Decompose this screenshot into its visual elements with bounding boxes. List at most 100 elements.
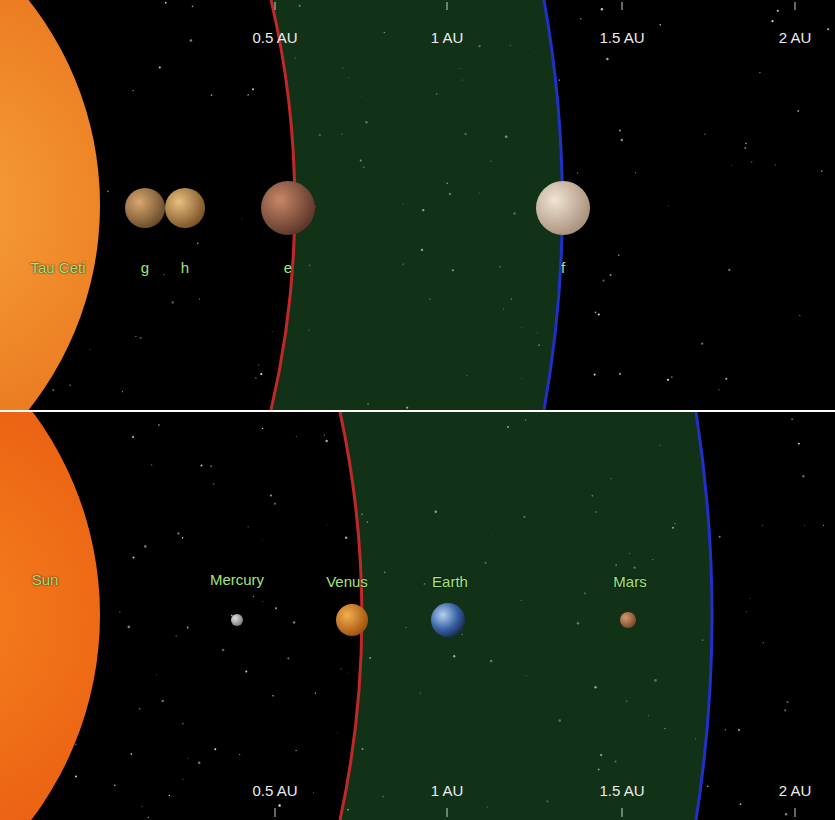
background-star (725, 729, 726, 730)
background-star (247, 94, 248, 95)
background-star (601, 8, 603, 10)
background-star (132, 556, 134, 558)
background-star (671, 376, 673, 378)
background-star (182, 537, 183, 538)
background-star (213, 483, 215, 485)
background-star (132, 436, 134, 438)
background-star (797, 110, 799, 112)
background-star (337, 732, 339, 734)
background-star (287, 658, 289, 660)
background-star (201, 465, 203, 467)
background-star (731, 164, 733, 166)
background-star (667, 205, 669, 207)
background-star (260, 373, 262, 375)
background-star (609, 274, 611, 276)
axis-label: 0.5 AU (252, 782, 297, 800)
background-star (787, 701, 789, 703)
background-star (261, 540, 263, 542)
background-star (262, 600, 264, 602)
background-star (89, 349, 91, 351)
background-star (751, 161, 753, 163)
background-star (763, 642, 764, 643)
background-star (75, 775, 77, 777)
background-star (258, 364, 259, 365)
background-star (345, 537, 348, 540)
background-star (606, 58, 608, 60)
background-star (619, 129, 621, 131)
background-star (151, 464, 152, 465)
background-star (791, 418, 793, 420)
background-star (603, 280, 605, 282)
background-star (777, 10, 779, 12)
background-star (190, 39, 193, 42)
background-star (148, 817, 149, 818)
planet-label: g (141, 259, 149, 277)
background-star (295, 435, 297, 437)
background-star (241, 218, 242, 219)
background-star (725, 378, 727, 380)
background-star (821, 170, 823, 172)
background-star (172, 301, 174, 303)
background-star (802, 475, 804, 477)
background-star (69, 384, 71, 386)
background-star (701, 343, 703, 345)
background-star (798, 443, 800, 445)
background-star (252, 88, 254, 90)
background-star (827, 28, 829, 30)
background-star (749, 598, 750, 599)
background-star (745, 143, 747, 145)
background-star (182, 723, 184, 725)
background-star (128, 626, 131, 629)
background-star (122, 391, 123, 392)
planet-label: f (561, 259, 565, 277)
background-star (595, 312, 597, 314)
background-star (75, 744, 77, 746)
background-star (326, 524, 328, 526)
background-star (315, 692, 316, 693)
background-star (231, 614, 233, 616)
background-star (187, 757, 189, 759)
background-star (719, 536, 721, 538)
axis-label: 1 AU (431, 29, 464, 47)
background-star (274, 503, 276, 505)
background-star (165, 2, 167, 4)
background-star (804, 524, 806, 526)
background-star (144, 545, 147, 548)
background-star (140, 337, 142, 339)
background-star (278, 804, 281, 807)
background-star (253, 596, 255, 598)
background-star (139, 708, 140, 709)
background-star (759, 72, 761, 74)
background-star (704, 133, 706, 135)
background-star (784, 709, 786, 711)
star-label: Tau Ceti (30, 259, 85, 277)
axis-label: 1.5 AU (599, 29, 644, 47)
background-star (114, 785, 116, 787)
axis-label: 1 AU (431, 782, 464, 800)
background-star (659, 24, 661, 26)
background-star (271, 331, 273, 333)
background-star (161, 700, 164, 703)
background-star (559, 79, 560, 80)
axis-label: 1.5 AU (599, 782, 644, 800)
background-star (155, 674, 157, 676)
background-star (169, 795, 170, 796)
background-star (718, 389, 719, 390)
background-star (621, 139, 623, 141)
background-star (132, 90, 133, 91)
background-star (785, 813, 788, 816)
planet-label: h (181, 259, 189, 277)
background-star (211, 94, 213, 96)
axis-label: 2 AU (779, 782, 812, 800)
background-star (580, 18, 582, 20)
planet-label: Mercury (210, 571, 264, 589)
background-star (262, 428, 263, 429)
background-star (618, 255, 619, 256)
background-star (158, 424, 160, 426)
background-star (598, 313, 600, 315)
background-star (176, 635, 177, 636)
background-star (187, 626, 189, 628)
background-star (577, 172, 578, 173)
background-star (130, 753, 132, 755)
